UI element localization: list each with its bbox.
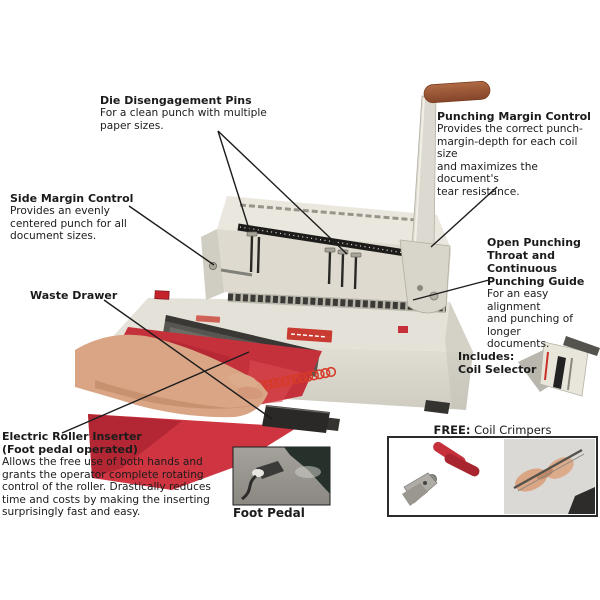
callout-die-pins-title: Die Disengagement Pins <box>100 94 252 107</box>
callout-includes-coil-selector: Includes: Coil Selector <box>458 350 548 376</box>
callout-side-margin-title: Side Margin Control <box>10 192 134 205</box>
foot-pedal-photo <box>232 446 331 506</box>
callout-line-die-pins-right <box>217 130 348 255</box>
callout-waste-drawer: Waste Drawer <box>30 289 150 302</box>
handle <box>398 80 491 333</box>
callout-line-side-margin <box>128 205 215 266</box>
power-switch <box>154 290 170 300</box>
callout-punching-margin-title: Punching Margin Control <box>437 110 591 123</box>
callout-includes-title: Includes: Coil Selector <box>458 350 537 376</box>
red-document-lower <box>88 414 298 490</box>
callout-lines <box>61 130 498 434</box>
callout-line-punching-margin <box>430 186 498 248</box>
callout-electric-roller-body: Allows the free use of both hands and gr… <box>2 456 211 518</box>
callout-line-waste-drawer <box>103 299 273 420</box>
callout-open-throat: Open Punching Throat and Continuous Punc… <box>487 236 599 351</box>
waste-drawer-slot <box>262 405 331 433</box>
callout-electric-roller: Electric Roller Inserter (Foot pedal ope… <box>2 430 214 519</box>
side-margin-knob <box>208 261 253 277</box>
callout-open-throat-title: Open Punching Throat and Continuous Punc… <box>487 236 585 288</box>
callout-waste-drawer-title: Waste Drawer <box>30 289 118 302</box>
callout-side-margin: Side Margin Control Provides an evenly c… <box>10 192 150 243</box>
operator-hand <box>75 334 268 418</box>
callout-line-die-pins-left <box>217 130 250 230</box>
die-pins <box>249 235 358 290</box>
callout-die-pins-body: For a clean punch with multiple paper si… <box>100 107 267 132</box>
callout-line-electric-roller <box>61 351 250 434</box>
crimpers-box <box>387 436 598 517</box>
handle-grip <box>423 80 491 104</box>
crimper-pliers-photo <box>402 441 480 506</box>
callout-line-open-throat <box>412 279 490 301</box>
free-label: Coil Crimpers <box>474 423 552 437</box>
callout-die-pins: Die Disengagement Pins For a clean punch… <box>100 94 282 132</box>
callout-open-throat-body: For an easy alignment and punching of lo… <box>487 288 573 350</box>
brand-label <box>195 315 333 343</box>
hands-with-coil <box>513 448 595 514</box>
callout-side-margin-body: Provides an evenly centered punch for al… <box>10 205 127 242</box>
coil-selector-photo <box>518 336 600 397</box>
free-crimpers-caption: FREE: Coil Crimpers <box>388 423 597 437</box>
free-prefix: FREE: <box>433 423 471 437</box>
callout-punching-margin-body: Provides the correct punch- margin-depth… <box>437 123 583 198</box>
foot-pedal-caption: Foot Pedal <box>233 506 305 520</box>
callout-electric-roller-title: Electric Roller Inserter (Foot pedal ope… <box>2 430 142 456</box>
red-detail <box>398 326 408 333</box>
callout-punching-margin: Punching Margin Control Provides the cor… <box>437 110 599 198</box>
